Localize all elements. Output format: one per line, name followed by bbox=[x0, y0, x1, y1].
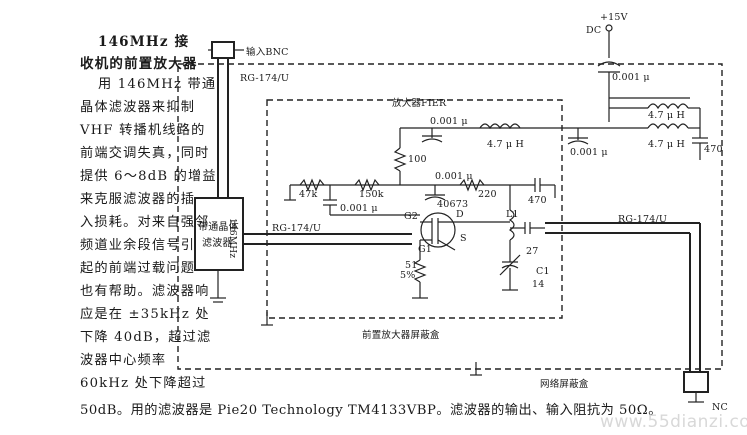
watermark: www.55dianzi.com bbox=[600, 412, 747, 432]
article-line: 起的前端过载问题 bbox=[80, 261, 196, 276]
article-line: 来克服滤波器的插 bbox=[80, 192, 196, 207]
c1-value-label: 14 bbox=[532, 279, 545, 290]
l1-label: L1 bbox=[506, 209, 519, 220]
dc-label: DC bbox=[586, 25, 602, 36]
r51-label: 51 bbox=[405, 260, 418, 271]
r220-label: 220 bbox=[478, 189, 497, 200]
cable-mid-label: RG-174/U bbox=[272, 223, 322, 234]
c-470b-label: 470 bbox=[528, 195, 547, 206]
l-c-label: 4.7 μ H bbox=[648, 139, 686, 150]
article-line: 用 146MHz 带通 bbox=[98, 77, 217, 92]
c1-label: C1 bbox=[536, 266, 550, 277]
article-line: 提供 6～8dB 的增益 bbox=[80, 169, 217, 184]
l-b-label: 4.7 μ H bbox=[648, 110, 686, 121]
g1-label: G1 bbox=[418, 244, 433, 255]
cable-in-label: RG-174/U bbox=[240, 73, 290, 84]
article-line: 波器中心频率 bbox=[80, 353, 167, 368]
article-title-line1: 146MHz 接 bbox=[98, 34, 190, 50]
article-title-line2: 收机的前置放大器 bbox=[80, 56, 198, 72]
article-line: VHF 转播机线路的 bbox=[80, 123, 206, 138]
amp-label: 放大器FIER bbox=[392, 98, 447, 109]
c-gate-label: 0.001 μ bbox=[340, 203, 378, 214]
net-shield-label: 网络屏蔽盒 bbox=[540, 379, 589, 390]
s-label: S bbox=[460, 233, 467, 244]
article-line: 晶体滤波器来抑制 bbox=[80, 100, 196, 115]
c-bypass-label: 0.001 μ bbox=[612, 72, 650, 83]
r47k-label: 47k bbox=[299, 189, 318, 200]
article-line: 前端交调失真，同时 bbox=[80, 146, 210, 161]
filter-label-2: 滤波器 bbox=[202, 238, 233, 249]
article-line: 60kHz 处下降超过 bbox=[80, 376, 207, 391]
article-line: 也有帮助。滤波器响 bbox=[80, 284, 210, 299]
fet-label: 40673 bbox=[437, 199, 469, 210]
filter-freq-label: 146MHz bbox=[227, 218, 237, 259]
article-line: 应是在 ±35kHz 处 bbox=[80, 307, 210, 322]
l-a-label: 4.7 μ H bbox=[487, 139, 525, 150]
c27-label: 27 bbox=[526, 246, 539, 257]
nc-label: NC bbox=[712, 402, 728, 413]
r150k-label: 150k bbox=[359, 189, 384, 200]
supply-label: +15V bbox=[600, 12, 628, 23]
c-470a-label: 470 bbox=[704, 144, 723, 155]
c-top-label: 0.001 μ bbox=[430, 116, 468, 127]
article-line: 下降 40dB，超过滤 bbox=[80, 330, 212, 345]
article-line: 入损耗。对来自强邻 bbox=[80, 215, 210, 230]
c-mid-label: 0.001 μ bbox=[435, 171, 473, 182]
d-label: D bbox=[456, 209, 464, 220]
c-right-label: 0.001 μ bbox=[570, 147, 608, 158]
r100-label: 100 bbox=[408, 154, 427, 165]
amp-shield-label: 前置放大器屏蔽盒 bbox=[362, 330, 440, 341]
cable-out-label: RG-174/U bbox=[618, 214, 668, 225]
g2-label: G2 bbox=[404, 211, 419, 222]
article-line: 频道业余段信号引 bbox=[80, 238, 196, 253]
article-footer-line: 50dB。用的滤波器是 Pie20 Technology TM4133VBP。滤… bbox=[80, 403, 662, 418]
r51-tol-label: 5% bbox=[400, 270, 416, 281]
filter-label-1: 带通晶体 bbox=[198, 222, 239, 233]
input-bnc-label: 输入BNC bbox=[246, 47, 289, 58]
